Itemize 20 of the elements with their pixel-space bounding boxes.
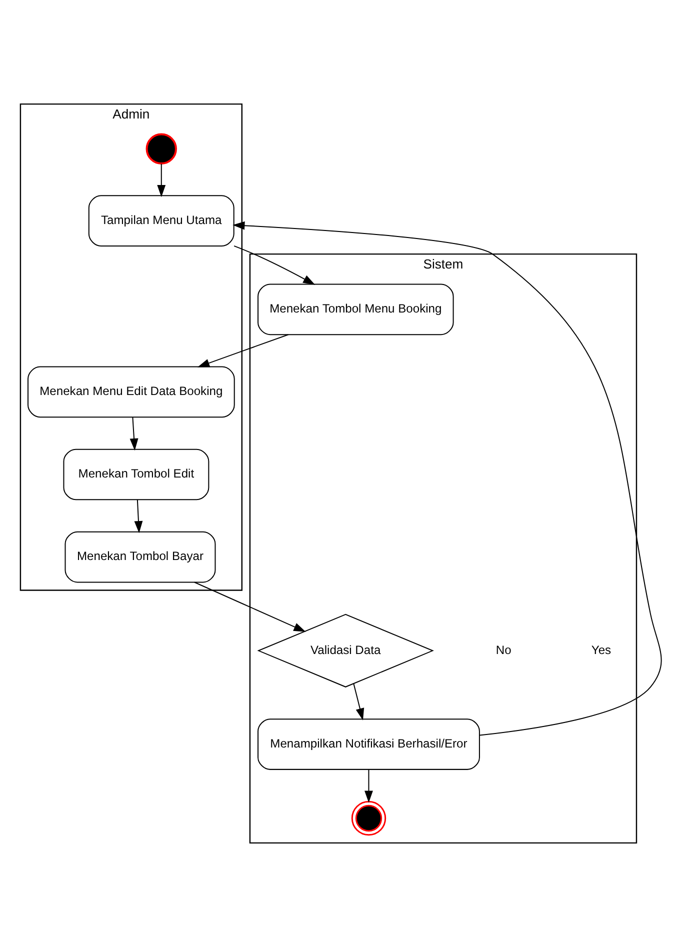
node-box: Menampilkan Notifikasi Berhasil/Eror bbox=[258, 718, 480, 770]
node-circle bbox=[146, 133, 177, 164]
arrow bbox=[130, 417, 138, 451]
arrow bbox=[364, 770, 373, 803]
arrow bbox=[134, 500, 143, 534]
node-box: Tampilan Menu Utama bbox=[88, 195, 234, 247]
arrow bbox=[232, 221, 662, 736]
node-box: Menekan Tombol Menu Booking bbox=[258, 284, 454, 336]
arrow bbox=[234, 245, 316, 285]
node-box: Menekan Tombol Edit bbox=[63, 448, 210, 500]
arrow bbox=[197, 334, 288, 368]
node-diamond: Validasi Data bbox=[257, 614, 434, 688]
arrow bbox=[194, 582, 306, 632]
node-box: Menekan Menu Edit Data Booking bbox=[28, 366, 235, 418]
arrow bbox=[353, 684, 364, 720]
arrow bbox=[157, 164, 166, 198]
node-bullseye bbox=[351, 800, 386, 836]
label: No bbox=[496, 642, 512, 657]
node-box: Menekan Tombol Bayar bbox=[64, 531, 216, 583]
label: Yes bbox=[591, 642, 612, 657]
